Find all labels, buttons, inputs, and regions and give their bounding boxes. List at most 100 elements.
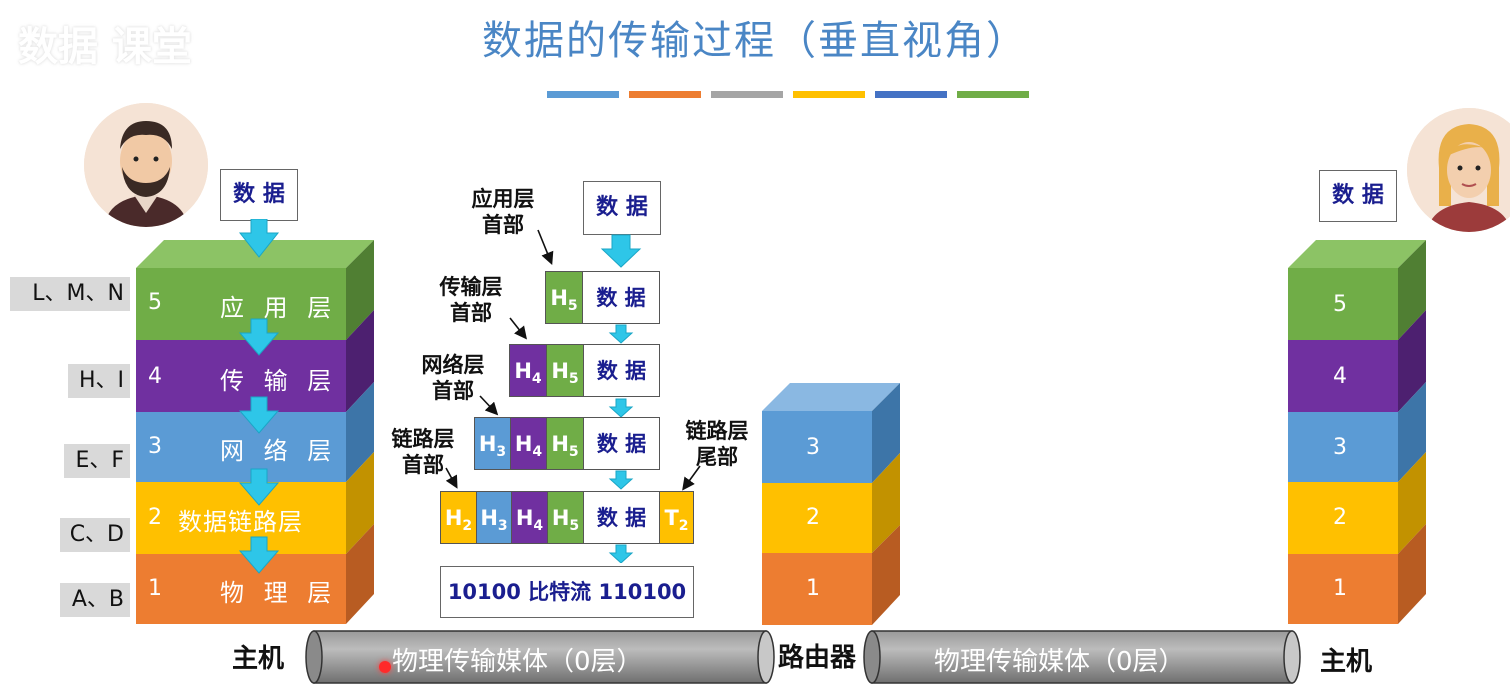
stack-side-face	[872, 383, 900, 483]
left-host-stack	[136, 240, 374, 624]
layer-tag: E、F	[64, 444, 130, 478]
media-label-right: 物理传输媒体（0层）	[934, 647, 1185, 677]
stack-side-face	[1398, 524, 1426, 624]
annot-link-trailer: 链路层尾部	[685, 419, 749, 469]
router-layer-physical	[762, 553, 872, 625]
stack-top-face	[136, 240, 374, 268]
stack-side-face	[1398, 452, 1426, 554]
router-layer-network	[762, 411, 872, 483]
right-layer-link	[1288, 482, 1398, 554]
bitstream-box: 10100 比特流 110100	[440, 566, 694, 618]
layer-front-transport	[136, 340, 346, 412]
pdu-network: H3 H4 H5 数 据	[474, 417, 660, 470]
annot-network-header: 网络层首部	[421, 353, 485, 403]
router-layer-number: 3	[806, 435, 820, 460]
trailer-t2: T2	[659, 491, 694, 544]
payload: 数 据	[583, 344, 660, 397]
color-bar-segment	[711, 91, 783, 98]
router-stack	[762, 383, 900, 625]
down-arrow-icon	[608, 324, 634, 344]
avatar-woman	[1407, 108, 1510, 232]
page-title: 数据的传输过程（垂直视角）	[482, 18, 1028, 64]
layer-front-app	[136, 268, 346, 340]
stack-side-face	[872, 525, 900, 625]
right-data-box: 数 据	[1319, 170, 1397, 222]
stack-side-face	[1398, 310, 1426, 412]
stack-side-face	[1398, 382, 1426, 482]
right-layer-number: 1	[1333, 576, 1347, 601]
right-host-stack	[1288, 240, 1426, 624]
left-down-arrows	[238, 219, 280, 574]
pointer-arrow-icon	[537, 229, 554, 265]
stack-side-face	[346, 382, 374, 482]
left-host-label: 主机	[232, 644, 285, 674]
pdu-link: H2 H3 H4 H5 数 据 T2	[440, 491, 694, 544]
color-bar-segment	[629, 91, 701, 98]
header-h5: H5	[546, 417, 584, 470]
layer-number: 3	[148, 434, 162, 459]
right-layer-transport	[1288, 340, 1398, 412]
payload: 数 据	[583, 417, 660, 470]
pointer-arrow-icon	[509, 317, 527, 340]
avatar-man	[84, 103, 208, 227]
media-pipe-left	[305, 630, 775, 684]
annot-app-header: 应用层首部	[471, 187, 535, 237]
color-bar-segment	[875, 91, 947, 98]
color-bar-segment	[547, 91, 619, 98]
layer-name: 数据链路层	[178, 508, 303, 536]
pointer-arrow-icon	[445, 467, 458, 489]
stack-side-face	[346, 310, 374, 412]
color-bar	[547, 91, 1031, 98]
header-h3: H3	[474, 417, 511, 470]
stack-side-face	[1398, 240, 1426, 340]
annot-transport-header: 传输层首部	[439, 275, 503, 325]
layer-front-link	[136, 482, 346, 554]
encap-top-data-box: 数 据	[583, 181, 661, 235]
header-h5: H5	[546, 344, 584, 397]
media-label-left: 物理传输媒体（0层）	[392, 647, 643, 677]
router-label: 路由器	[778, 643, 857, 673]
stack-side-face	[346, 524, 374, 624]
layer-number: 1	[148, 576, 162, 601]
down-arrow-icon	[238, 468, 280, 506]
stack-side-face	[346, 240, 374, 340]
layer-tag: H、I	[68, 364, 130, 398]
annot-link-header: 链路层首部	[391, 427, 455, 477]
laser-pointer-dot	[379, 661, 391, 673]
color-bar-segment	[957, 91, 1029, 98]
router-layer-number: 1	[806, 576, 820, 601]
layer-number: 5	[148, 290, 162, 315]
layer-name: 应 用 层	[220, 294, 338, 322]
media-pipe-right	[863, 630, 1301, 684]
payload: 数 据	[583, 491, 660, 544]
header-h5: H5	[547, 491, 584, 544]
down-arrow-icon	[608, 398, 634, 418]
layer-tag: C、D	[60, 518, 130, 552]
stack-side-face	[872, 453, 900, 553]
right-layer-app	[1288, 268, 1398, 340]
down-arrow-icon	[238, 396, 280, 434]
down-arrow-icon	[608, 544, 634, 563]
router-layer-number: 2	[806, 505, 820, 530]
pointer-arrow-icon	[479, 395, 499, 416]
encap-arrows	[600, 234, 642, 563]
right-host-label: 主机	[1320, 647, 1373, 677]
header-h4: H4	[510, 417, 547, 470]
layer-name: 传 输 层	[220, 367, 338, 395]
layer-front-physical	[136, 554, 346, 624]
pointer-arrow-icon	[682, 465, 701, 491]
right-layer-network	[1288, 412, 1398, 482]
down-arrow-icon	[608, 470, 634, 490]
layer-tag: A、B	[60, 583, 130, 617]
layer-name: 物 理 层	[220, 579, 338, 607]
stack-side-face	[346, 452, 374, 554]
down-arrow-icon	[600, 234, 642, 268]
stack-top-face	[762, 383, 900, 411]
down-arrow-icon	[238, 219, 280, 258]
layer-name: 网 络 层	[220, 437, 338, 465]
layer-tag: L、M、N	[10, 277, 130, 311]
left-data-box: 数 据	[220, 169, 298, 221]
right-layer-number: 5	[1333, 292, 1347, 317]
right-layer-number: 3	[1333, 435, 1347, 460]
